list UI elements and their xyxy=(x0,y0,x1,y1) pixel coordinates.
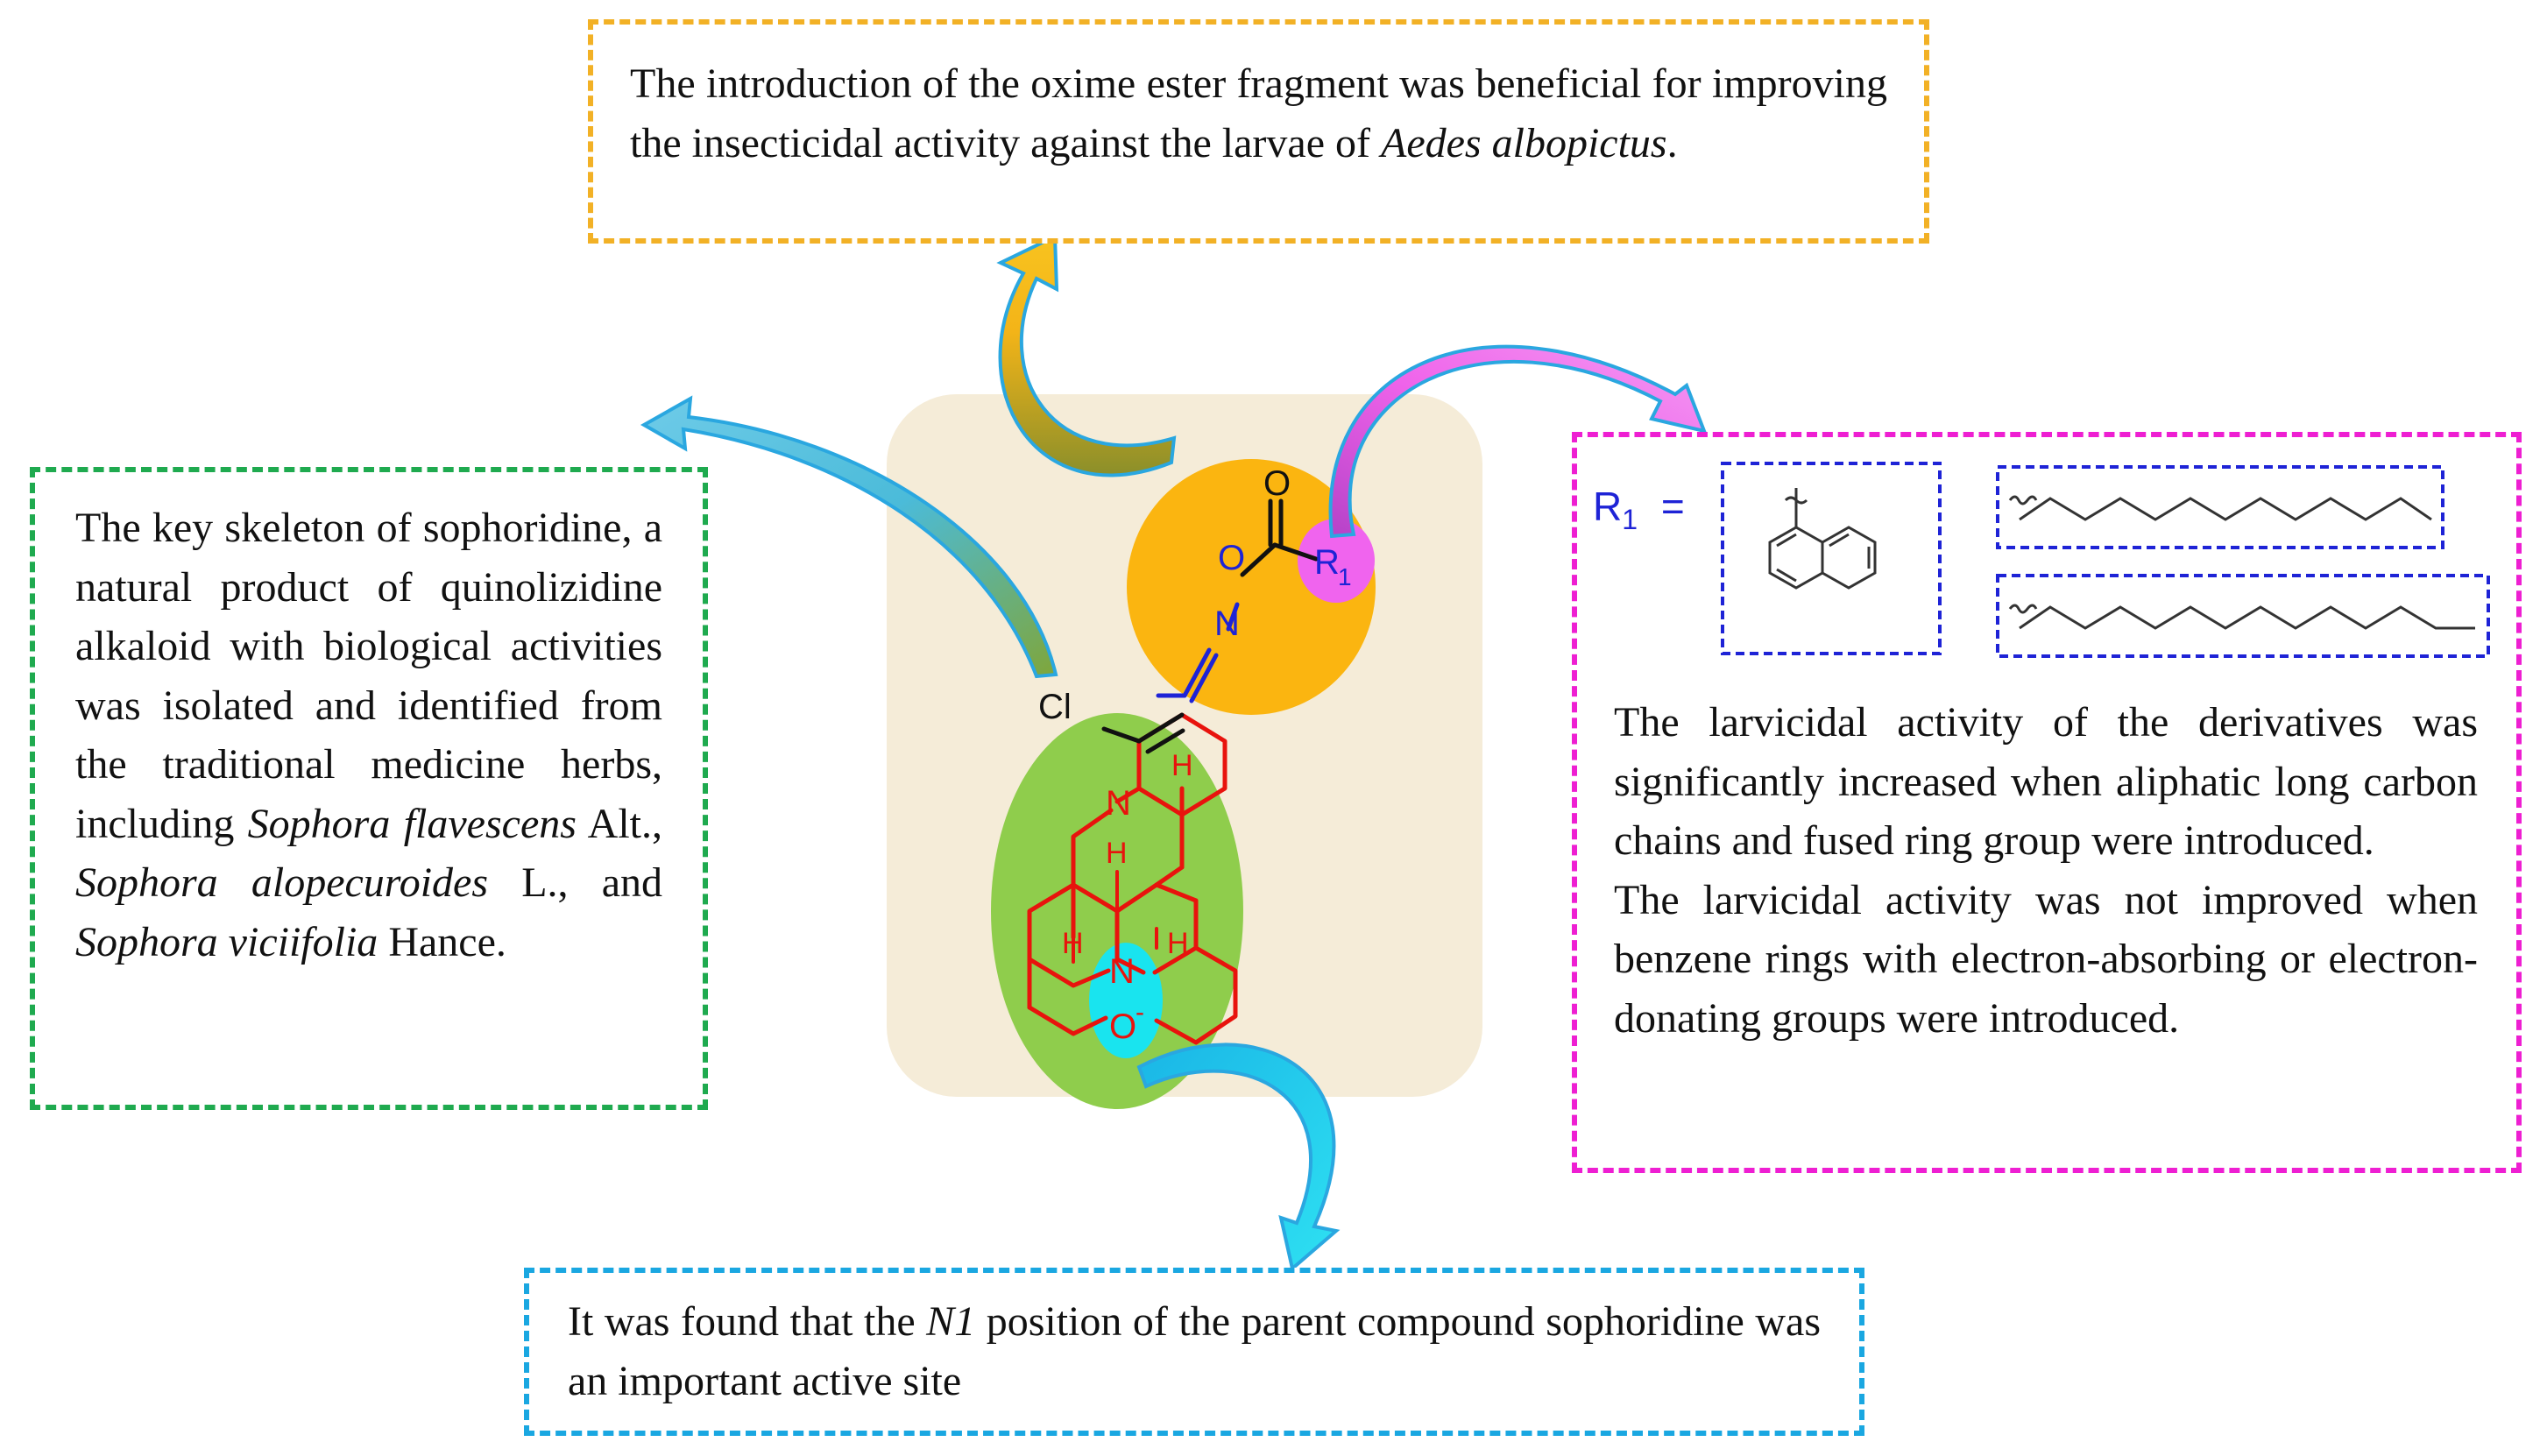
atom-h-2: H xyxy=(1106,837,1128,870)
atom-h-1: H xyxy=(1171,749,1193,782)
oxime-ester-note-end: . xyxy=(1666,120,1678,166)
r1-equals-label: R1 = xyxy=(1593,483,1685,536)
r1-substituent-box: R1 = The larvicidal activity of th xyxy=(1572,432,2522,1173)
skeleton-note-text-3: L., and xyxy=(488,859,663,906)
skeleton-note-text-2: Alt., xyxy=(576,800,663,847)
molecule-atoms: O O N R 1 Cl N N O - H H H H xyxy=(1038,464,1352,1046)
atom-n-ring: N xyxy=(1106,784,1131,823)
arrow-to-top-box xyxy=(996,233,1177,477)
species-sophora-flavescens: Sophora flavescens xyxy=(247,800,577,847)
oxime-ester-bonds xyxy=(1156,602,1240,703)
atom-h-3: H xyxy=(1062,927,1084,960)
species-sophora-alopecuroides: Sophora alopecuroides xyxy=(75,859,489,906)
species-sophora-viciifolia: Sophora viciifolia xyxy=(75,918,379,965)
atom-o-carbonyl: O xyxy=(1263,464,1291,503)
n1-site-note: It was found that the N1 position of the… xyxy=(568,1292,1821,1411)
atom-r: R xyxy=(1314,543,1340,582)
naphthyl-structure xyxy=(1768,488,1877,590)
atom-h-4: H xyxy=(1167,927,1189,960)
oxime-ester-note: The introduction of the oxime ester frag… xyxy=(630,54,1887,173)
n1-site-note-end: position of the parent compound sophorid… xyxy=(568,1298,1821,1404)
oxime-ester-note-box: The introduction of the oxime ester frag… xyxy=(588,19,1929,244)
oxime-ester-note-text: The introduction of the oxime ester frag… xyxy=(630,60,1887,166)
h-bonds xyxy=(1072,787,1184,964)
atom-n-oxime: N xyxy=(1214,604,1240,643)
naphthyl-group-box xyxy=(1721,462,1942,655)
skeleton-note-text-1: The key skeleton of sophoridine, a natur… xyxy=(75,505,662,847)
long-chain-2 xyxy=(2008,604,2475,630)
arrow-to-right-box xyxy=(1328,344,1708,539)
r1-letter: R xyxy=(1593,484,1623,529)
n1-site-note-box: It was found that the N1 position of the… xyxy=(524,1268,1864,1436)
atom-o-ester: O xyxy=(1218,539,1245,577)
skeleton-note: The key skeleton of sophoridine, a natur… xyxy=(75,498,662,972)
skeleton-note-box: The key skeleton of sophoridine, a natur… xyxy=(30,467,708,1110)
ester-bonds xyxy=(1240,498,1319,577)
atom-cl: Cl xyxy=(1038,688,1072,726)
long-chain-1 xyxy=(2008,495,2432,521)
r1-description: The larvicidal activity of the derivativ… xyxy=(1614,693,2478,1048)
n1-label: N1 xyxy=(926,1298,976,1345)
r1-subscript: 1 xyxy=(1622,504,1638,536)
n1-site-note-text: It was found that the xyxy=(568,1298,927,1345)
atom-r-sub: 1 xyxy=(1338,563,1352,590)
long-chain-box-1 xyxy=(1996,465,2444,549)
r1-equals-sign: = xyxy=(1660,484,1685,529)
species-name-aedes: Aedes albopictus xyxy=(1381,120,1667,166)
r1-structures xyxy=(1721,462,2490,658)
oxime-ester-highlight xyxy=(1127,459,1376,715)
atom-o-charge: - xyxy=(1136,998,1144,1027)
arrow-to-left-box xyxy=(640,395,1058,679)
cl-bond xyxy=(1101,726,1142,744)
r1-finding-1: The larvicidal activity of the derivativ… xyxy=(1614,699,2478,864)
long-chain-box-2 xyxy=(1996,574,2490,658)
r1-finding-2: The larvicidal activity was not improved… xyxy=(1614,876,2478,1042)
arrow-to-bottom-box xyxy=(1136,1043,1341,1272)
atom-o-oxide: O xyxy=(1109,1007,1136,1046)
skeleton-note-text-4: Hance. xyxy=(378,918,506,965)
sophoridine-rings xyxy=(1027,712,1238,1045)
atom-n-oxide: N xyxy=(1109,952,1135,991)
r1-highlight xyxy=(1298,519,1375,603)
